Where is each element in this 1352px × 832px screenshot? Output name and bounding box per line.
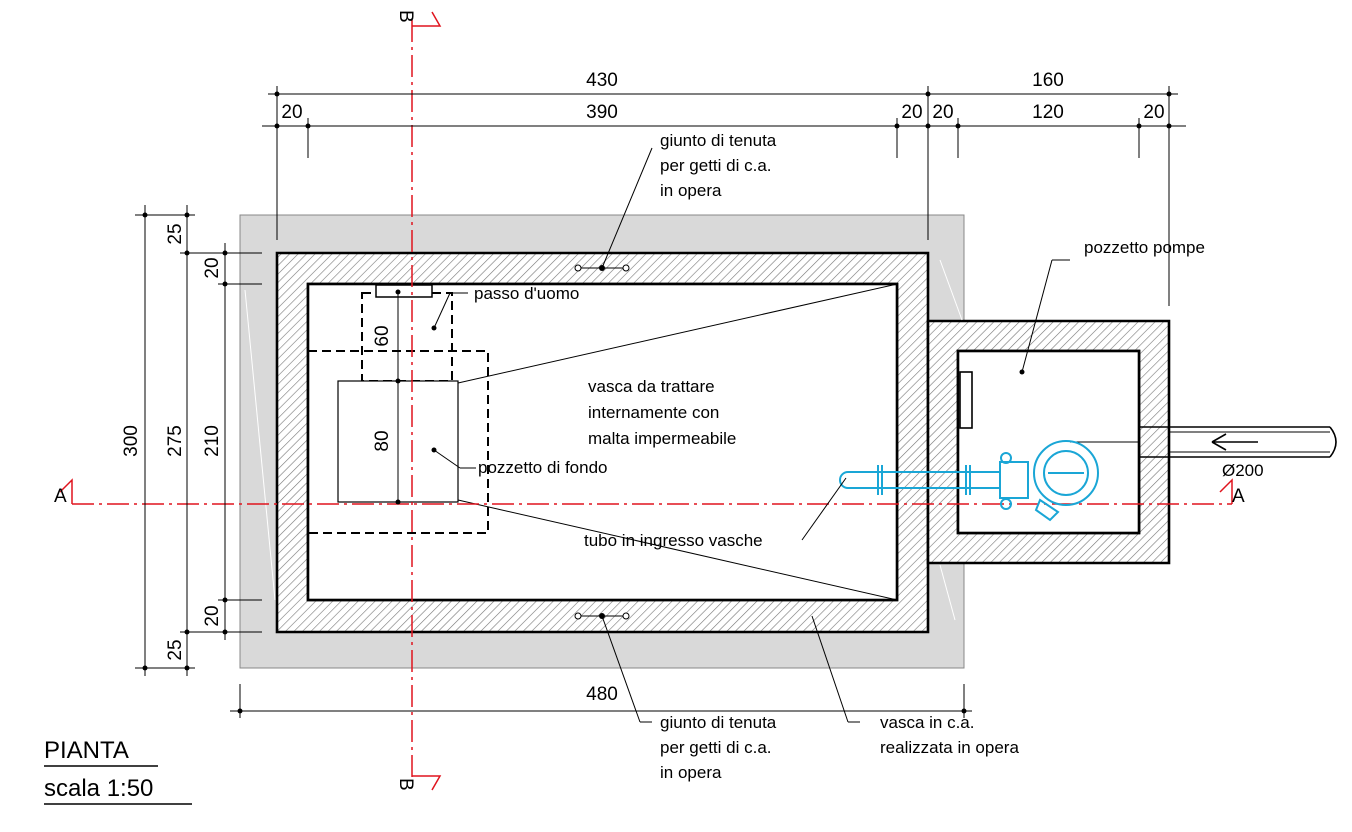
- section-a-right: A: [1232, 486, 1245, 507]
- dim-left-top-wall: 20: [202, 257, 223, 278]
- dim-left-top-slab: 25: [165, 223, 186, 244]
- tank-note-line-1: vasca da trattare: [588, 377, 715, 396]
- tank-material-line-1: vasca in c.a.: [880, 713, 975, 732]
- tank-note-line-2: internamente con: [588, 403, 719, 422]
- dim-top-wall-3: 20: [932, 102, 953, 123]
- pipe-diameter: Ø200: [1222, 461, 1264, 480]
- bottom-well-label: pozzetto di fondo: [478, 458, 607, 477]
- manhole-label: passo d'uomo: [474, 284, 579, 303]
- joint-bottom-line-3: in opera: [660, 763, 722, 782]
- dim-top-inner: 390: [586, 102, 618, 123]
- joint-top-line-3: in opera: [660, 181, 722, 200]
- section-b-top: B: [395, 10, 416, 23]
- dim-left-mid: 275: [165, 425, 186, 457]
- leader-lines: [431, 147, 1070, 723]
- joint-top-line-2: per getti di c.a.: [660, 156, 772, 175]
- dim-top-wall-1: 20: [281, 102, 302, 123]
- pump-assembly: [839, 440, 1099, 522]
- section-a-left: A: [54, 486, 67, 507]
- dim-bottom-total: 480: [586, 684, 618, 705]
- joint-bottom-line-1: giunto di tenuta: [660, 713, 777, 732]
- ladder: [959, 371, 973, 429]
- dim-top-wall-2: 20: [901, 102, 922, 123]
- section-b-bottom: B: [395, 778, 416, 791]
- joint-top-line-1: giunto di tenuta: [660, 131, 777, 150]
- dim-manhole-depth: 60: [372, 325, 393, 346]
- tank-note-line-3: malta impermeabile: [588, 429, 736, 448]
- drawing-title: PIANTA: [44, 737, 129, 764]
- joint-bottom-line-2: per getti di c.a.: [660, 738, 772, 757]
- manhole-hatch-handle: [375, 284, 433, 298]
- slope-lines: [244, 259, 963, 621]
- dim-left-inner: 210: [202, 425, 223, 457]
- outlet-pipe: [1070, 426, 1337, 458]
- dimension-ticks: [142, 91, 1172, 714]
- dim-bottom-well-size: 80: [372, 430, 393, 451]
- dim-left-bottom-slab: 25: [165, 639, 186, 660]
- dim-top-pump-inner: 120: [1032, 102, 1064, 123]
- inlet-pipe-label: tubo in ingresso vasche: [584, 531, 763, 550]
- dim-top-total: 430: [586, 70, 618, 91]
- drawing-scale: scala 1:50: [44, 775, 153, 802]
- dim-left-bottom-wall: 20: [202, 605, 223, 626]
- dim-top-wall-4: 20: [1143, 102, 1164, 123]
- pump-well-label: pozzetto pompe: [1084, 238, 1205, 257]
- flow-arrow-icon: [1211, 433, 1258, 451]
- dim-top-right-total: 160: [1032, 70, 1064, 91]
- tank-material-line-2: realizzata in opera: [880, 738, 1019, 757]
- dim-left-outer: 300: [121, 425, 142, 457]
- top-dimensions: [135, 86, 1186, 718]
